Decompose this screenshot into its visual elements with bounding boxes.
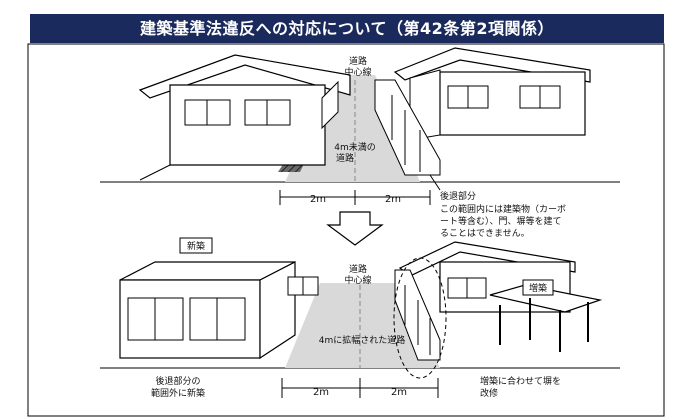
top-right-house	[393, 47, 591, 141]
bottom-wall-highlight	[393, 257, 447, 379]
title-banner: 建築基準法違反への対応について（第42条第2項関係）	[30, 14, 664, 43]
diagram-border	[27, 43, 665, 417]
bottom-left-building	[119, 261, 296, 360]
top-left-wall	[321, 80, 339, 130]
top-left-house	[138, 54, 351, 181]
top-setback-note-2: ート等含む）、門、塀等を建て	[440, 215, 562, 227]
new-build-tag: 新築	[187, 240, 205, 252]
top-dim-right: 2m	[385, 194, 401, 205]
bottom-scene: 新築 増築	[100, 237, 620, 399]
bottom-road-label: 4mに拡幅された道路	[319, 334, 406, 346]
top-road-label-1: 4m未満の	[334, 141, 376, 153]
top-setback-title: 後退部分	[440, 190, 476, 202]
top-road-center-label-1: 道路	[349, 55, 367, 67]
bottom-left-note-2: 範囲外に新築	[151, 387, 205, 399]
top-setback-note-1: この範囲内には建築物（カーボ	[440, 203, 566, 215]
bottom-road-center-label-2: 中心線	[344, 274, 371, 286]
bottom-road-center-label-1: 道路	[349, 263, 367, 275]
top-setback-note-3: ることはできません。	[440, 228, 530, 239]
extension-tag-box	[522, 279, 554, 296]
new-build-tag-box	[179, 237, 213, 254]
bottom-dim-right: 2m	[391, 387, 407, 398]
bottom-right-note-1: 増築に合わせて塀を	[480, 375, 561, 387]
bottom-left-note-1: 後退部分の	[155, 375, 200, 387]
top-road-center-label-2: 中心線	[344, 66, 371, 78]
top-right-block-wall	[374, 79, 441, 176]
bottom-right-note-2: 改修	[480, 387, 498, 399]
bottom-extension	[489, 284, 603, 352]
top-scene: 道路 中心線 4m未満の 道路 2m 2m 後退部分 この範囲内には建築物（カー…	[100, 47, 620, 239]
down-arrow-icon	[326, 211, 384, 246]
bottom-dim-left: 2m	[313, 387, 329, 398]
extension-tag: 増築	[529, 282, 547, 294]
top-road-label-2: 道路	[336, 152, 354, 164]
top-dim-left: 2m	[310, 194, 326, 205]
